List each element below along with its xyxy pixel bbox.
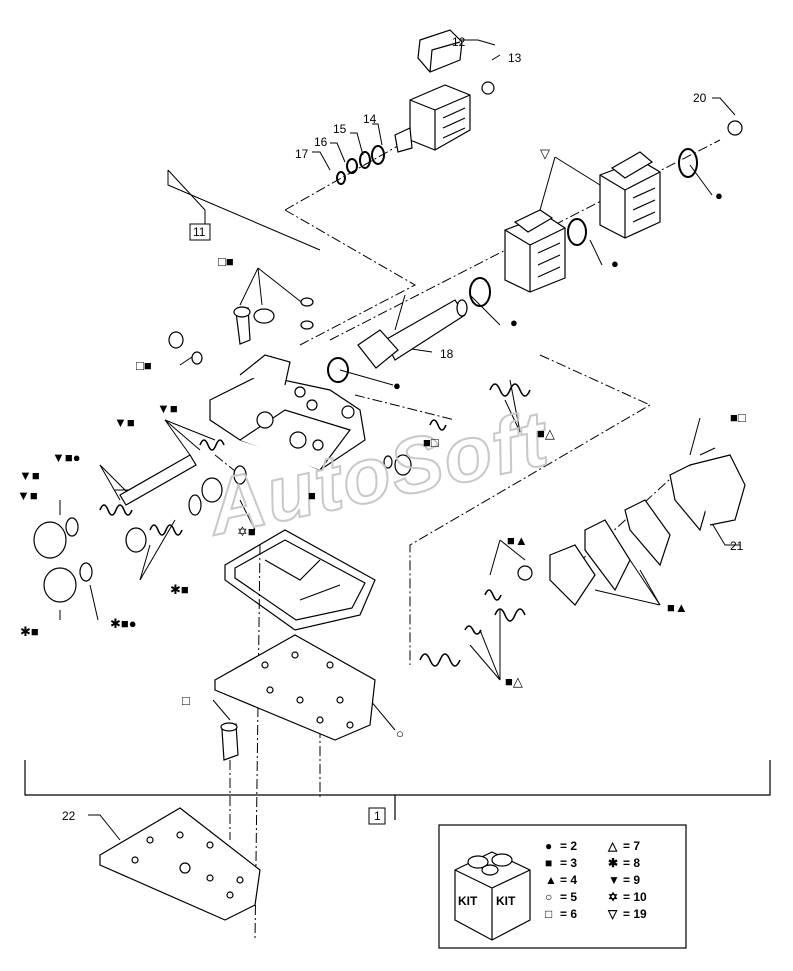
callout-12: 12	[452, 35, 466, 49]
rings-right	[327, 148, 698, 383]
legend-value-1: = 3	[560, 856, 577, 870]
tag-ring-1: ●	[715, 188, 723, 203]
tag-top: □■	[218, 254, 234, 269]
tag-solenoid-tri: ▽	[540, 146, 550, 161]
solenoid-right-lower	[504, 209, 566, 293]
callout-lines	[59, 39, 740, 841]
legend-symbol-2: ▲	[545, 873, 557, 887]
callout-numbers: 12 13 14 15 16 17 18 20 21 22 11 1	[62, 35, 744, 825]
small-parts-right	[383, 447, 716, 581]
callout-box-1	[368, 807, 386, 825]
bolt-6	[220, 722, 239, 761]
tag-bolt: □	[182, 693, 190, 708]
gasket	[224, 529, 376, 631]
tag-plate: ○	[396, 726, 404, 741]
legend-value-8: = 10	[623, 890, 647, 904]
kit-box-icon	[454, 851, 531, 941]
tag-ball: ■▲	[507, 533, 528, 548]
legend-symbol-5: △	[607, 839, 618, 853]
legend-value-4: = 6	[560, 907, 577, 921]
tag-left-plug: □■	[136, 358, 152, 373]
callout-21: 21	[730, 539, 744, 553]
legend-value-2: = 4	[560, 873, 577, 887]
valve-body	[209, 354, 366, 471]
kit-label-left: KIT	[458, 894, 478, 908]
legend-symbol-0: ●	[545, 839, 552, 853]
callout-1: 1	[374, 809, 381, 823]
tag-ring-star: ✱■●	[110, 616, 137, 631]
legend-value-3: = 5	[560, 890, 577, 904]
springs	[99, 383, 531, 667]
tag-plug-star: ✱■	[20, 624, 39, 639]
legend-symbol-7: ▼	[608, 873, 620, 887]
legend-symbol-3: ○	[545, 890, 552, 904]
kit-label-right: KIT	[496, 894, 516, 908]
left-parts	[33, 454, 247, 603]
plate-22	[99, 807, 261, 921]
legend-value-9: = 19	[623, 907, 647, 921]
valve-18	[357, 299, 468, 369]
legend-symbol-6: ✱	[608, 856, 618, 870]
tag-screw-21: ■□	[730, 410, 746, 425]
callout-20: 20	[693, 91, 707, 105]
symbol-tags: □■ □■ ▼■ ▼■ ▼■● ▼■ ▼■ ✱■● ✱■ ✱■ ✡■ ▽ ● ●…	[17, 146, 746, 741]
solenoid-right-upper	[599, 120, 743, 239]
tag-gaskets: ■▲	[667, 600, 688, 615]
tag-spool-d: ▼■	[19, 468, 40, 483]
assembly-bracket	[24, 760, 771, 820]
kit-legend: KIT KIT ● = 2 ■ = 3 ▲ = 4 ○ = 5 □ = 6 △ …	[438, 824, 687, 949]
tag-ring-4: ●	[393, 378, 401, 393]
callout-16: 16	[314, 135, 328, 149]
tag-springs-right: ■△	[537, 426, 555, 441]
tag-ring-2: ●	[611, 256, 619, 271]
tag-spool-b: ▼■	[114, 415, 135, 430]
tag-ring-3: ●	[510, 315, 518, 330]
callout-14: 14	[363, 112, 377, 126]
callout-15: 15	[333, 122, 347, 136]
callout-18: 18	[440, 347, 454, 361]
legend-symbol-1: ■	[545, 856, 552, 870]
tag-springs-low: ■△	[505, 674, 523, 689]
callout-17: 17	[295, 147, 309, 161]
legend-symbol-4: □	[545, 907, 552, 921]
legend-value-7: = 9	[623, 873, 640, 887]
callout-box-11	[189, 223, 211, 241]
tag-spool-c: ▼■●	[52, 450, 81, 465]
legend-symbol-9: ▽	[607, 907, 618, 921]
legend-value-0: = 2	[560, 839, 577, 853]
tag-spool-a: ▼■	[157, 401, 178, 416]
gasket-set-right	[549, 454, 746, 606]
bolts-top	[168, 297, 314, 365]
tag-spool-e: ▼■	[17, 488, 38, 503]
plate-1	[214, 634, 376, 741]
tag-spring-star: ✱■	[170, 582, 189, 597]
legend-value-6: = 8	[623, 856, 640, 870]
legend-value-5: = 7	[623, 839, 640, 853]
callout-13: 13	[508, 51, 522, 65]
callout-22: 22	[62, 809, 76, 823]
tag-valve: ■□	[423, 435, 439, 450]
tag-center: ■	[308, 488, 316, 503]
orings-14-17	[336, 145, 385, 185]
callout-11: 11	[193, 225, 206, 239]
legend-symbol-8: ✡	[608, 890, 618, 904]
tag-star10: ✡■	[237, 524, 256, 539]
solenoid-top	[394, 29, 495, 153]
